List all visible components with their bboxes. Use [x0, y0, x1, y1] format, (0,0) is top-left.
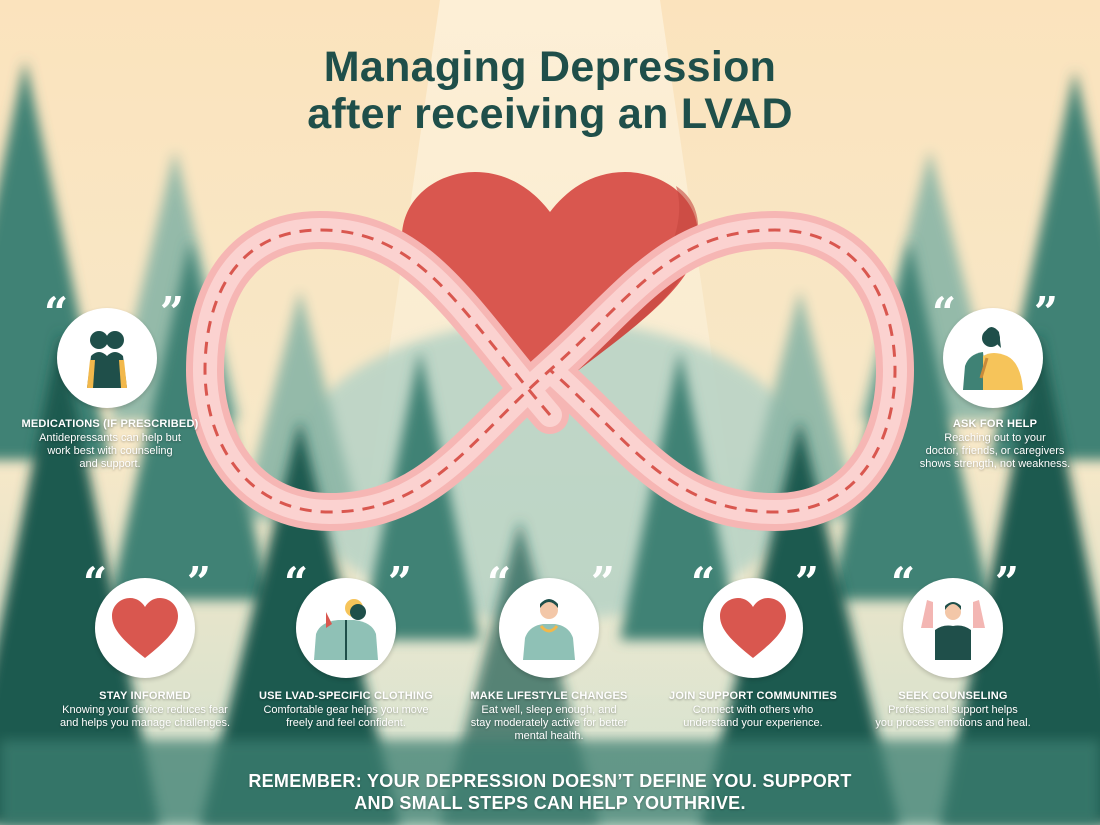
tip-description: Antidepressants can help but work best w… — [20, 432, 200, 471]
desc-line: Antidepressants can help but — [39, 432, 181, 444]
raised-arms-person-icon — [903, 578, 1003, 678]
desc-line: doctor, friends, or caregivers — [925, 445, 1065, 457]
heart-graphic — [401, 172, 699, 392]
title-line-2: after receiving an LVAD — [307, 90, 793, 138]
close-quote-icon: ” — [387, 558, 412, 607]
tip-seek-counseling: “ ” SEEK COUNSELING Professional support… — [853, 560, 1053, 740]
heart-icon — [95, 578, 195, 678]
desc-line: shows strength, not weakness. — [919, 458, 1071, 470]
open-quote-icon: “ — [284, 558, 309, 607]
open-quote-icon: “ — [487, 558, 512, 607]
desc-line: and support. — [79, 458, 141, 470]
quote-marks: “ ” — [487, 560, 615, 606]
tip-description: Knowing your device reduces fear and hel… — [45, 704, 245, 730]
couple-icon — [57, 308, 157, 408]
desc-line: Eat well, sleep enough, and — [481, 704, 617, 716]
desc-line: Reaching out to your — [944, 432, 1046, 444]
desc-line: stay moderately active for better — [470, 717, 628, 729]
close-quote-icon: ” — [186, 558, 211, 607]
tip-heading: STAY INFORMED — [99, 690, 191, 702]
person-with-helper-icon — [943, 308, 1043, 408]
desc-line: understand your experience. — [683, 717, 823, 729]
footer-reminder: REMEMBER: YOUR DEPRESSION DOESN’T DEFINE… — [200, 770, 900, 814]
tip-support-communities: “ ” JOIN SUPPORT COMMUNITIES Connect wit… — [653, 560, 853, 740]
tip-description: Professional support helps you process e… — [853, 704, 1053, 730]
tip-description: Comfortable gear helps you move freely a… — [246, 704, 446, 730]
tip-description: Reaching out to your doctor, friends, or… — [900, 432, 1090, 471]
desc-line: freely and feel confident. — [286, 717, 406, 729]
desc-line: Knowing your device reduces fear — [62, 704, 228, 716]
close-quote-icon: ” — [159, 288, 184, 337]
page-title: Managing Depression after receiving an L… — [0, 44, 1100, 138]
heart-icon — [703, 578, 803, 678]
open-quote-icon: “ — [83, 558, 108, 607]
title-line-1: Managing Depression — [323, 43, 777, 91]
tip-heading: JOIN SUPPORT COMMUNITIES — [669, 690, 837, 702]
person-icon — [499, 578, 599, 678]
open-quote-icon: “ — [691, 558, 716, 607]
tip-description: Eat well, sleep enough, and stay moderat… — [449, 704, 649, 743]
infinity-road — [185, 210, 915, 532]
desc-line: mental health. — [514, 730, 584, 742]
quote-marks: “ ” — [44, 290, 184, 336]
tip-lvad-clothing: “ ” USE LVAD-SPECIFIC CLOTHING Comfortab… — [246, 560, 446, 740]
close-quote-icon: ” — [1033, 288, 1058, 337]
tip-heading: MAKE LIFESTYLE CHANGES — [470, 690, 628, 702]
desc-line: and helps you manage challenges. — [59, 717, 230, 729]
open-quote-icon: “ — [44, 288, 69, 337]
footer-line-2: AND SMALL STEPS CAN HELP YOUTHRIVE. — [354, 793, 746, 813]
tip-heading: USE LVAD-SPECIFIC CLOTHING — [258, 690, 434, 702]
close-quote-icon: ” — [794, 558, 819, 607]
close-quote-icon: ” — [590, 558, 615, 607]
clothing-icon — [296, 578, 396, 678]
desc-line: Professional support helps — [888, 704, 1018, 716]
quote-marks: “ ” — [691, 560, 819, 606]
close-quote-icon: ” — [994, 558, 1019, 607]
quote-marks: “ ” — [284, 560, 412, 606]
quote-marks: “ ” — [83, 560, 211, 606]
quote-marks: “ ” — [891, 560, 1019, 606]
desc-line: Connect with others who — [692, 704, 814, 716]
tip-lifestyle-changes: “ ” MAKE LIFESTYLE CHANGES Eat well, sle… — [449, 560, 649, 750]
footer-line-1: REMEMBER: YOUR DEPRESSION DOESN’T DEFINE… — [248, 771, 852, 791]
tip-medications: “ ” MEDICATIONS (IF PRESCRIBED) Antidepr… — [20, 290, 200, 471]
tip-ask-for-help: “ ” ASK FOR HELP Reaching out to your do… — [900, 288, 1090, 471]
desc-line: Comfortable gear helps you move — [263, 704, 429, 716]
tip-heading: ASK FOR HELP — [952, 418, 1038, 430]
tip-heading: MEDICATIONS (IF PRESCRIBED) — [21, 418, 199, 430]
tip-heading: SEEK COUNSELING — [898, 690, 1008, 702]
tip-description: Connect with others who understand your … — [653, 704, 853, 730]
desc-line: work best with counseling — [47, 445, 173, 457]
desc-line: you process emotions and heal. — [875, 717, 1031, 729]
open-quote-icon: “ — [891, 558, 916, 607]
tip-stay-informed: “ ” STAY INFORMED Knowing your device re… — [45, 560, 245, 740]
